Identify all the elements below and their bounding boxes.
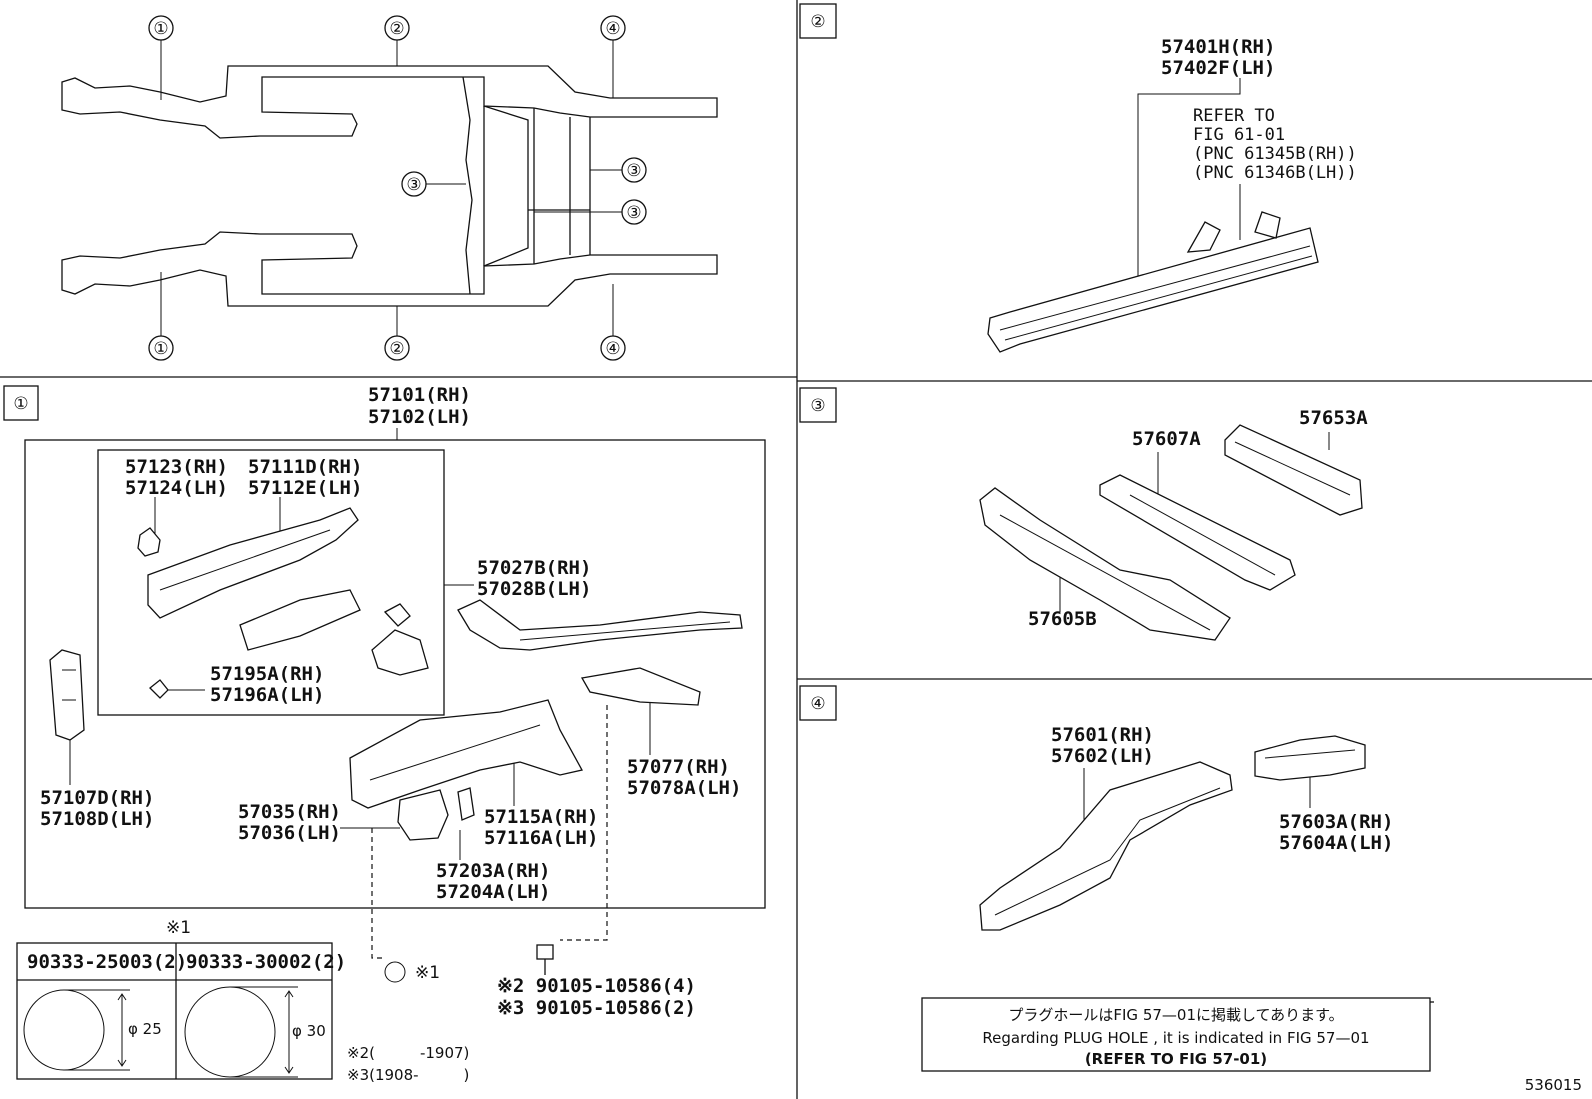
part-57204-label: 57204A(LH): [436, 881, 550, 903]
rear-floor-side-member-drawings: [979, 735, 1366, 931]
section-4-badge: ④: [810, 694, 825, 714]
bolt-part-a: ※2 90105-10586(4): [497, 975, 696, 997]
section-1-badge: ①: [13, 394, 28, 414]
part-57115-label: 57115A(RH): [484, 806, 598, 828]
part-57111-label: 57111D(RH): [248, 456, 362, 478]
front-side-member-drawings: [49, 507, 743, 841]
bolt-icon: [536, 944, 554, 975]
overview-callout-3-left: ③: [406, 175, 421, 195]
part-57101-label: 57101(RH): [368, 384, 471, 406]
date-range-a: ※2( -1907): [347, 1044, 469, 1062]
part-57116-label: 57116A(LH): [484, 827, 598, 849]
part-57653-label: 57653A: [1299, 407, 1368, 429]
part-57112-label: 57112E(LH): [248, 477, 362, 499]
part-57036-label: 57036(LH): [238, 822, 341, 844]
plug-b-diameter: φ 30: [292, 1022, 326, 1040]
part-57605-label: 57605B: [1028, 608, 1097, 630]
overview-callout-3-right-b: ③: [626, 203, 641, 223]
overview-callout-4-bottom: ④: [605, 339, 620, 359]
part-57027-label: 57027B(RH): [477, 557, 591, 579]
underbody-overview: ① ② ④ ③ ③ ③ ① ② ④: [61, 15, 718, 361]
figure-code: 536015: [1525, 1076, 1582, 1094]
part-57601-label: 57601(RH): [1051, 724, 1154, 746]
plug-part-b: 90333-30002(2): [186, 951, 346, 973]
overview-callout-4-top: ④: [605, 19, 620, 39]
part-57123-label: 57123(RH): [125, 456, 228, 478]
part-57603-label: 57603A(RH): [1279, 811, 1393, 833]
section-3-badge: ③: [810, 396, 825, 416]
cross-member-drawings: [979, 424, 1363, 641]
overview-callout-1-bottom: ①: [153, 339, 168, 359]
section-2: ② 57401H(RH) 57402F(LH) REFER TO FIG 61-…: [799, 3, 1357, 353]
section-4: ④ 57601(RH) 57602(LH) 57603A(RH) 57604A(…: [799, 685, 1434, 1072]
plug-part-a: 90333-25003(2): [27, 951, 187, 973]
part-57607-label: 57607A: [1132, 428, 1201, 450]
overview-callout-2-bottom: ②: [389, 339, 404, 359]
section-2-badge: ②: [810, 12, 825, 32]
part-57604-label: 57604A(LH): [1279, 832, 1393, 854]
part-57401-label: 57401H(RH): [1161, 36, 1275, 58]
refer-line-3: (PNC 61345B(RH)): [1193, 144, 1357, 164]
part-57402-label: 57402F(LH): [1161, 57, 1275, 79]
part-57602-label: 57602(LH): [1051, 745, 1154, 767]
bolt-part-b: ※3 90105-10586(2): [497, 997, 696, 1019]
plug-a-diameter: φ 25: [128, 1020, 162, 1038]
plug-hole-note-ref: (REFER TO FIG 57-01): [1085, 1050, 1267, 1068]
overview-callout-1-top: ①: [153, 19, 168, 39]
part-57078-label: 57078A(LH): [627, 777, 741, 799]
section-1: ① 57101(RH) 57102(LH) 57123(RH) 57124(LH…: [3, 384, 766, 1084]
refer-line-4: (PNC 61346B(LH)): [1193, 163, 1357, 183]
part-57077-label: 57077(RH): [627, 756, 730, 778]
section-3: ③ 57653A 57607A 57605B: [799, 387, 1368, 641]
part-57196-label: 57196A(LH): [210, 684, 324, 706]
part-57203-label: 57203A(RH): [436, 860, 550, 882]
overview-callout-3-right-a: ③: [626, 161, 641, 181]
plug-25-drawing: [23, 989, 130, 1071]
plug-30-drawing: [184, 986, 298, 1078]
part-57102-label: 57102(LH): [368, 406, 471, 428]
refer-line-2: FIG 61-01: [1193, 125, 1285, 145]
part-57124-label: 57124(LH): [125, 477, 228, 499]
part-57195-label: 57195A(RH): [210, 663, 324, 685]
plug-reference-marker: ※1: [415, 963, 440, 983]
part-57108-label: 57108D(LH): [40, 808, 154, 830]
plug-table-title: ※1: [166, 918, 191, 938]
refer-line-1: REFER TO: [1193, 106, 1275, 126]
rocker-panel-drawing: [987, 211, 1319, 353]
overview-callout-2-top: ②: [389, 19, 404, 39]
plug-hole-note-en: Regarding PLUG HOLE , it is indicated in…: [982, 1029, 1369, 1047]
plug-hole-note-jp: プラグホールはFIG 57—01に掲載してあります。: [1008, 1006, 1343, 1024]
date-range-b: ※3(1908- ): [347, 1066, 469, 1084]
part-57107-label: 57107D(RH): [40, 787, 154, 809]
part-57028-label: 57028B(LH): [477, 578, 591, 600]
part-57035-label: 57035(RH): [238, 801, 341, 823]
